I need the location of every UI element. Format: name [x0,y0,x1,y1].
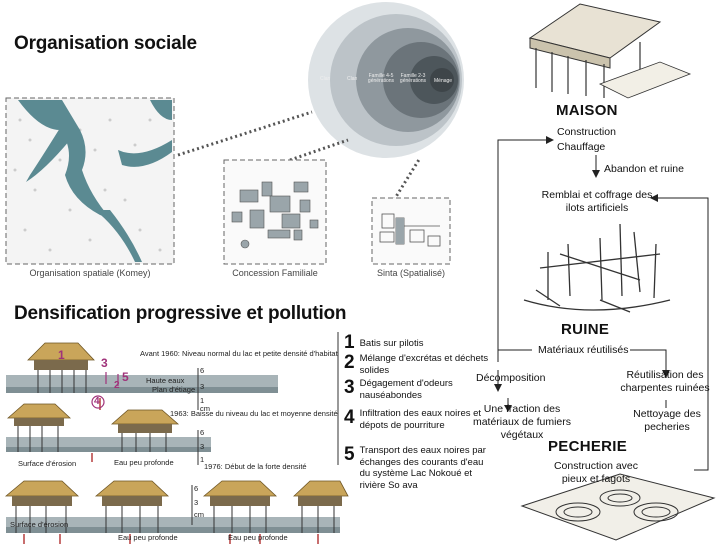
circle-label: Clan [320,76,331,82]
scale-tick: 6 [200,366,205,375]
chauffage-label: Chauffage [557,141,606,153]
legend-text: Mélange d'excrétas et déchets solides [359,353,489,376]
stage-1960: Avant 1960: Niveau normal du lac et peti… [140,349,338,358]
scale-tick: 3 [200,382,205,391]
scale-unit: cm [200,404,210,413]
materiaux-label: Matériaux réutilisés [536,344,631,357]
plan-etiage-label: Plan d'étiage [152,385,196,394]
social-circles [308,2,464,158]
legend-number: 5 [344,444,355,465]
ruine-illustration [523,223,671,313]
legend-number: 3 [344,377,355,398]
cycle-arrowheads [494,136,670,412]
fraction-label: Une fraction des matériaux de fumiers vé… [472,403,572,441]
reutilisation-label: Réutilisation des charpentes ruinées [620,369,710,394]
eau-profonde-label: Eau peu profonde [118,533,178,542]
legend-number: 4 [344,407,355,428]
construction-avec-label: Construction avec pieux et fagots [553,460,639,485]
scale-tick: 3 [194,498,199,507]
remblai-label: Remblai et coffrage des ilots artificiel… [541,189,653,214]
legend: 1 Batis sur pilotis 2 Mélange d'excrétas… [344,333,494,491]
concession-map [223,159,327,265]
marker-5: 5 [122,370,129,384]
surface-erosion-label-2: Surface d'érosion [10,520,69,529]
caption-concession: Concession Familiale [232,268,318,278]
marker-1: 1 [58,348,65,362]
marker-4: 4 [94,396,100,407]
nettoyage-label: Nettoyage des pecheries [633,408,701,433]
legend-text: Infiltration des eaux noires et dépots d… [359,408,482,431]
pecherie-title: PECHERIE [548,438,628,455]
lake-sections [4,342,349,544]
abandon-label: Abandon et ruine [604,163,684,175]
marker-3: 3 [101,356,108,370]
legend-item-1: 1 Batis sur pilotis [344,333,494,353]
pecherie-illustration [520,473,716,541]
marker-2: 2 [114,380,120,391]
ruine-title: RUINE [561,321,610,338]
density-title: Densification progressive et pollution [14,303,347,324]
scale-tick: 1 [200,396,205,405]
surface-erosion-label: Surface d'érosion [18,459,77,468]
legend-item-5: 5 Transport des eaux noires par échanges… [344,445,494,491]
caption-komey: Organisation spatiale (Komey) [29,268,151,278]
legend-number: 1 [344,332,355,353]
maison-illustration [528,3,692,99]
scale-unit: cm [194,510,204,519]
circle-label: Clan [347,76,358,82]
circle-label: Famille 2-3 générations [399,73,427,84]
stage-1976: 1976: Début de la forte densité [204,462,307,471]
legend-item-3: 3 Dégagement d'odeurs nauséabondes [344,378,494,408]
scale-tick: 6 [194,484,199,493]
legend-text: Batis sur pilotis [359,338,424,349]
eau-peu-profonde-label: Eau peu profonde [114,458,174,467]
legend-text: Dégagement d'odeurs nauséabondes [359,378,453,401]
haute-eaux-label: Haute eaux [146,376,185,385]
legend-text: Transport des eaux noires par échanges d… [359,445,486,491]
circle-label: Famille 4-5 générations [367,73,395,84]
connector-lines [177,110,422,201]
decomposition-label: Décomposition [476,372,546,384]
construction-label: Construction [557,126,616,138]
social-title: Organisation sociale [14,33,197,54]
komey-map [5,97,175,265]
stage-1963: 1963: Baisse du niveau du lac et moyenne… [170,409,338,418]
scale-tick: 1 [200,455,205,464]
scale-tick: 6 [200,428,205,437]
caption-sinta: Sinta (Spatialisé) [376,268,446,278]
legend-item-2: 2 Mélange d'excrétas et déchets solides [344,353,494,378]
maison-title: MAISON [556,102,618,119]
eau-peu-profonde-label-2: Eau peu profonde [228,533,288,542]
legend-number: 2 [344,352,355,373]
cycle-arrows [497,139,709,471]
sinta-map [371,197,451,265]
legend-item-4: 4 Infiltration des eaux noires et dépots… [344,408,494,445]
circle-label: Ménage [434,78,453,84]
scale-tick: 3 [200,442,205,451]
